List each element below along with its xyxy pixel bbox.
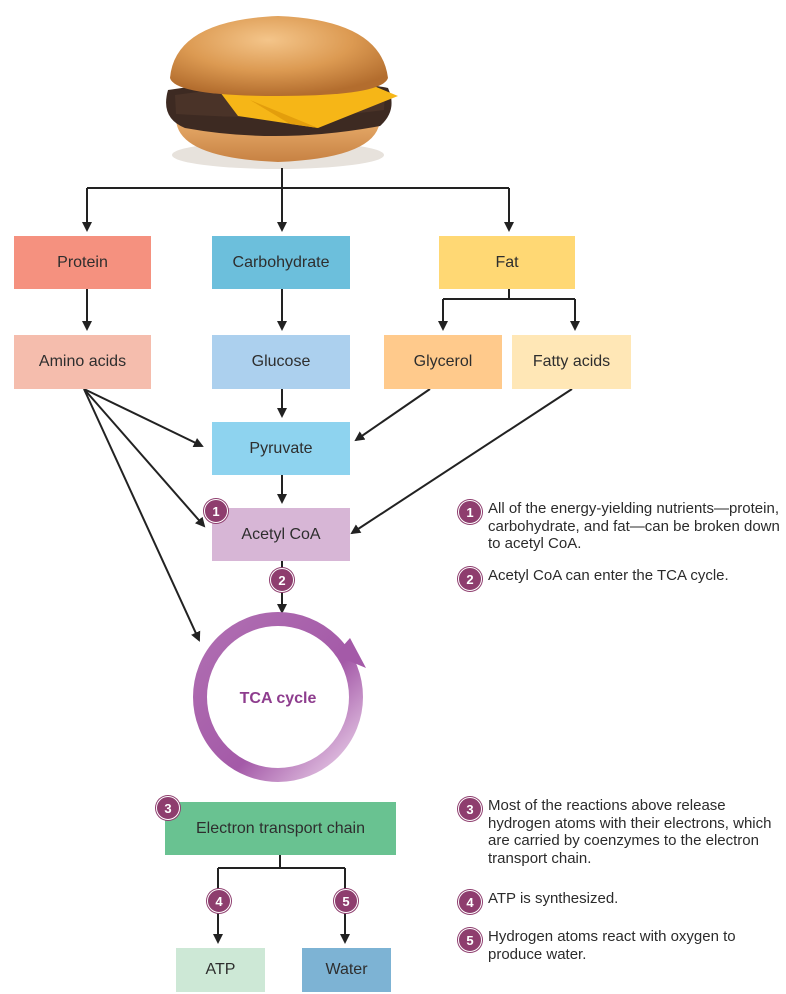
note-text-5: Hydrogen atoms react with oxygen to prod… (488, 928, 736, 963)
tca-cycle-label: TCA cycle (239, 690, 317, 707)
note-3: 3 Most of the reactions above release hy… (458, 797, 780, 867)
fat-label: Fat (495, 253, 519, 271)
glycerol-label: Glycerol (413, 353, 473, 370)
note-badge-5: 5 (458, 928, 482, 952)
note-1: 1 All of the energy-yielding nutrients—p… (458, 500, 780, 553)
note-badge-1: 1 (458, 500, 482, 524)
note-text-2: Acetyl CoA can enter the TCA cycle. (488, 567, 729, 584)
water-label: Water (325, 961, 368, 978)
glycerol-box: Glycerol (384, 335, 502, 389)
water-box: Water (302, 948, 391, 992)
acetyl-coa-box: Acetyl CoA (212, 508, 350, 561)
fat-box: Fat (439, 236, 575, 289)
atp-box: ATP (176, 948, 265, 992)
electron-transport-chain-label: Electron transport chain (196, 819, 365, 837)
fatty-acids-label: Fatty acids (532, 353, 611, 370)
glucose-box: Glucose (212, 335, 350, 389)
note-2: 2 Acetyl CoA can enter the TCA cycle. (458, 567, 780, 591)
carbohydrate-box: Carbohydrate (212, 236, 350, 289)
note-text-3: Most of the reactions above release hydr… (488, 797, 772, 867)
step-badge-3: 3 (156, 796, 180, 820)
step-badge-5: 5 (334, 889, 358, 913)
protein-box: Protein (14, 236, 151, 289)
note-5: 5 Hydrogen atoms react with oxygen to pr… (458, 928, 780, 963)
atp-label: ATP (205, 961, 236, 978)
note-text-4: ATP is synthesized. (488, 890, 619, 907)
note-4: 4 ATP is synthesized. (458, 890, 780, 914)
fatty-acids-box: Fatty acids (512, 335, 631, 389)
amino-acids-box: Amino acids (14, 335, 151, 389)
pyruvate-box: Pyruvate (212, 422, 350, 475)
tca-cycle-ring (193, 612, 366, 782)
note-text-1: All of the energy-yielding nutrients—pro… (488, 500, 780, 552)
note-badge-2: 2 (458, 567, 482, 591)
note-badge-4: 4 (458, 890, 482, 914)
pyruvate-label: Pyruvate (249, 439, 313, 457)
amino-acids-label: Amino acids (38, 353, 127, 370)
note-badge-3: 3 (458, 797, 482, 821)
step-badge-4: 4 (207, 889, 231, 913)
protein-label: Protein (57, 253, 108, 271)
step-badge-1: 1 (204, 499, 228, 523)
step-badge-2: 2 (270, 568, 294, 592)
carbohydrate-label: Carbohydrate (232, 253, 330, 271)
glucose-label: Glucose (251, 353, 311, 370)
cheeseburger-icon (166, 16, 398, 169)
acetyl-coa-label: Acetyl CoA (241, 525, 321, 543)
electron-transport-chain-box: Electron transport chain (165, 802, 396, 855)
